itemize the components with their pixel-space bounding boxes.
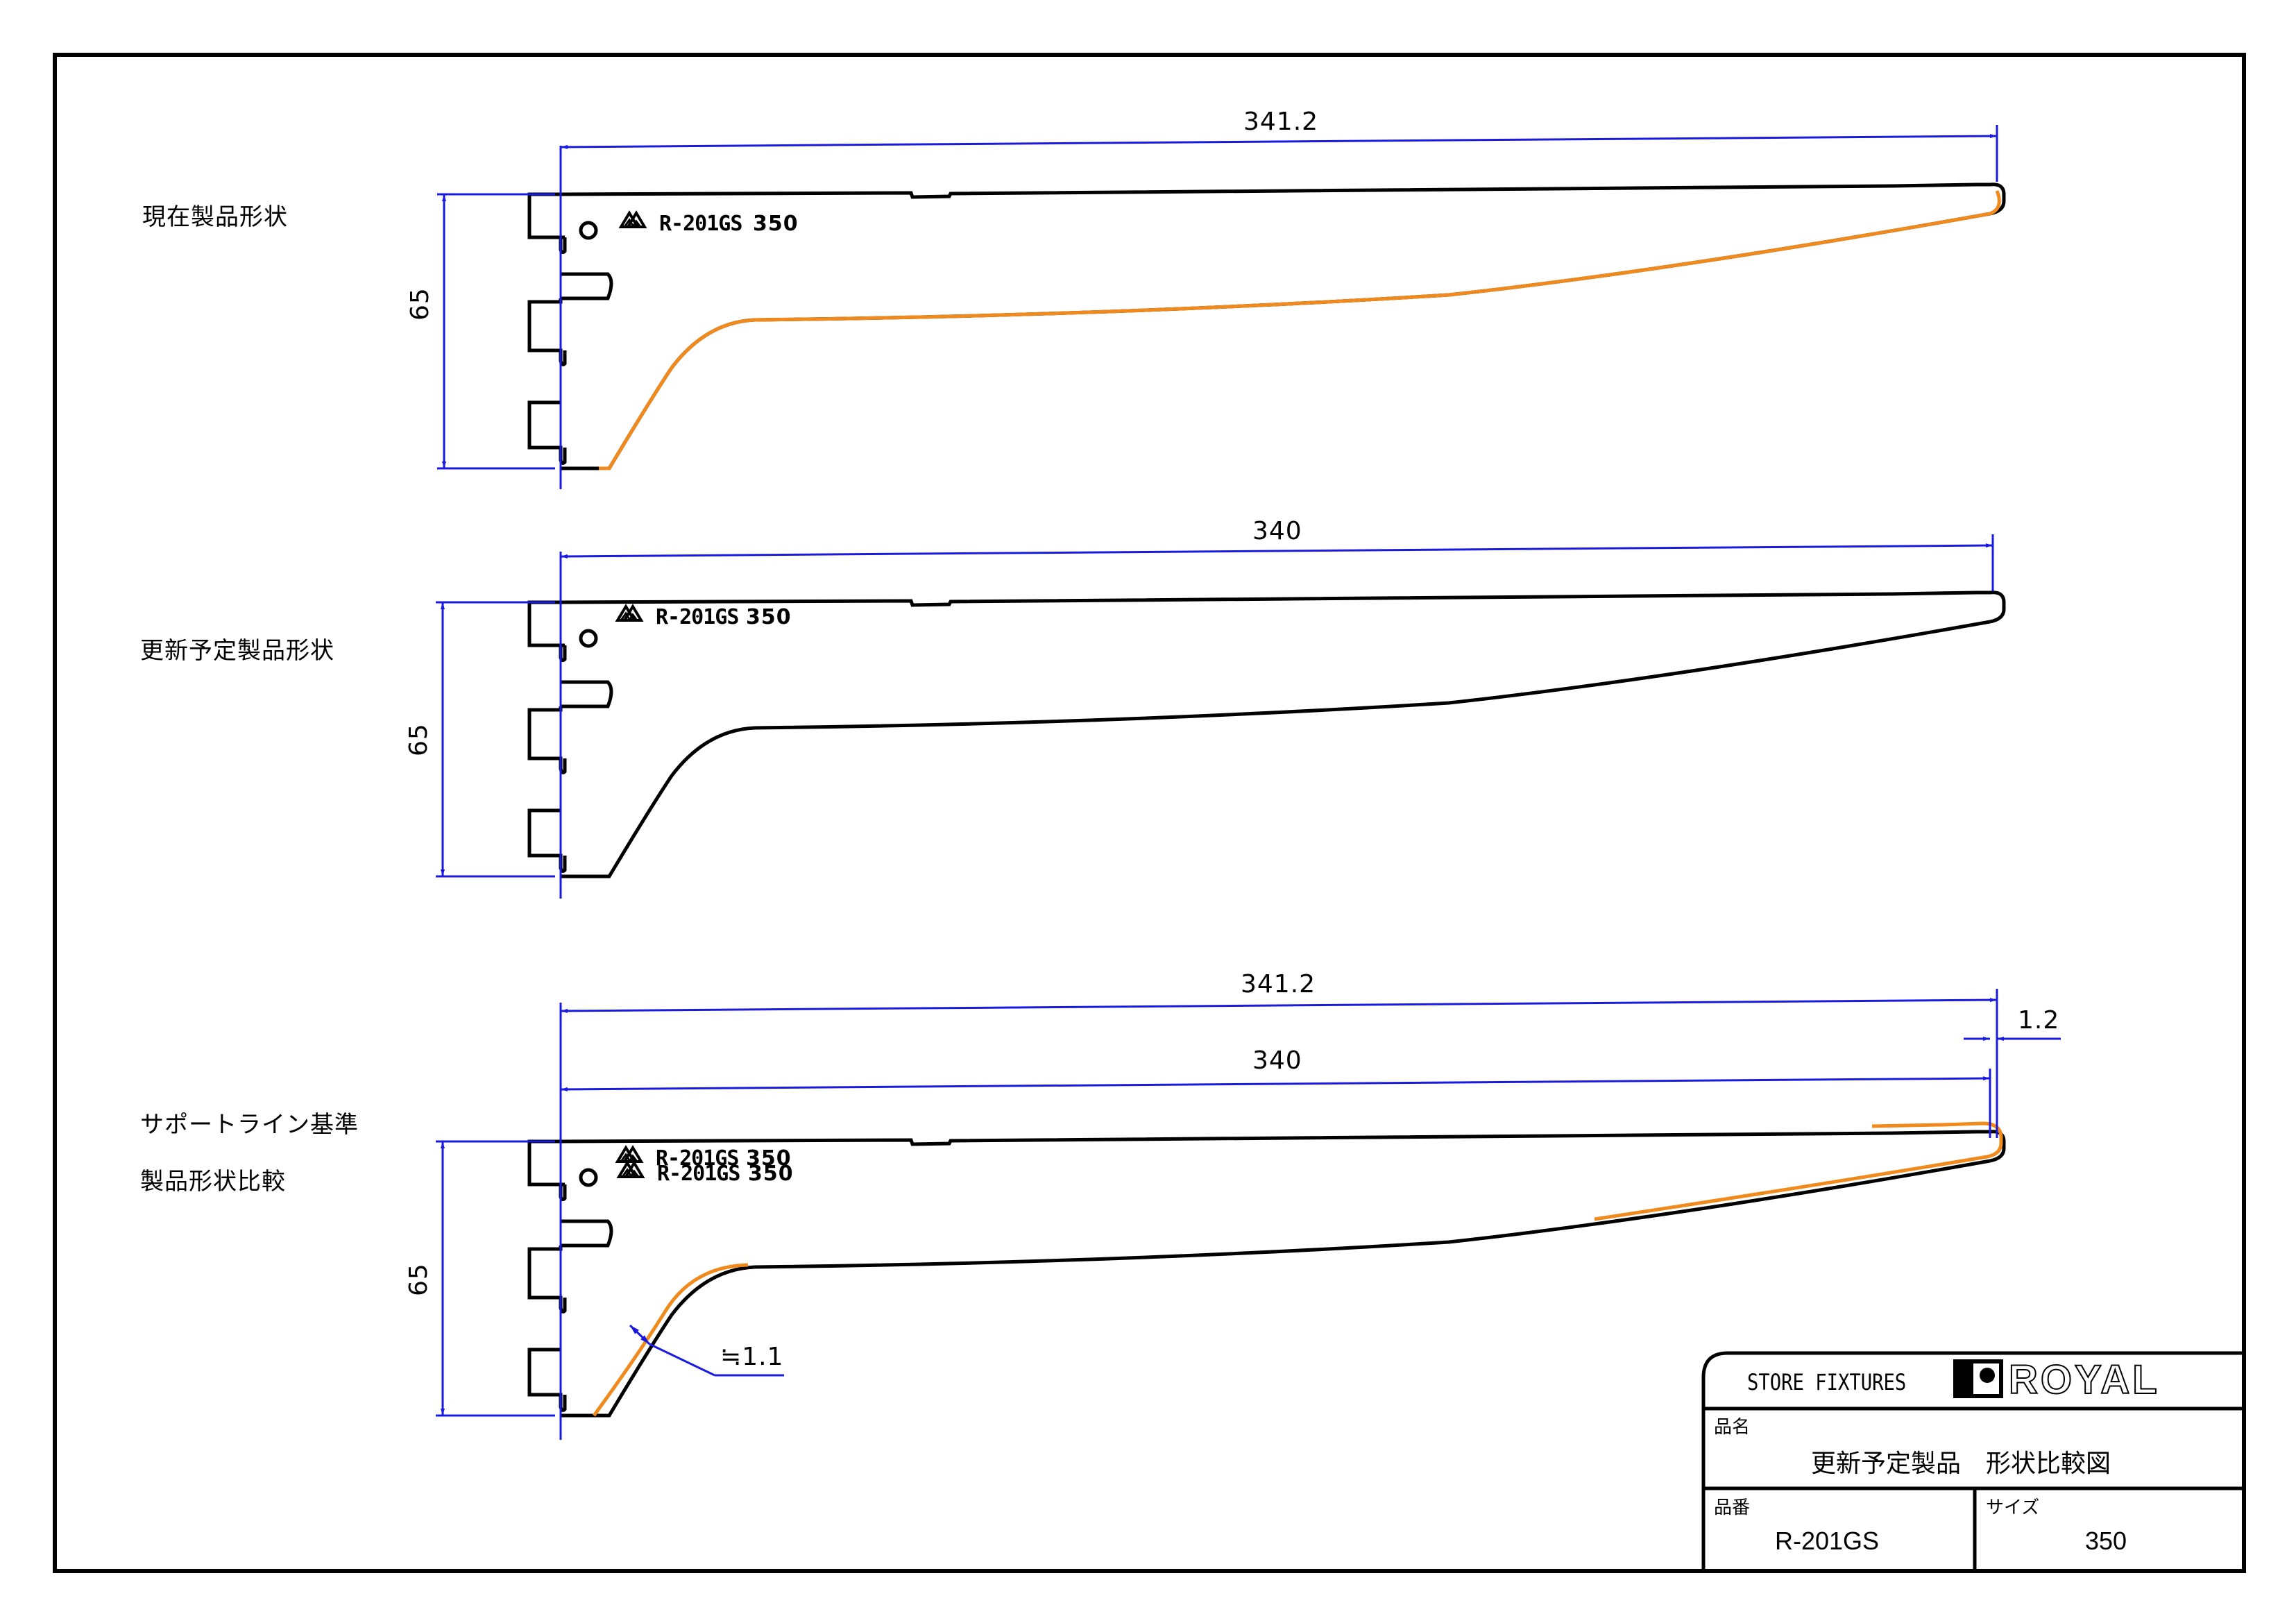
- title-name-value: 更新予定製品 形状比較図: [1811, 1450, 2111, 1478]
- title-name-label: 品名: [1714, 1417, 1751, 1438]
- marking-compare-2: [618, 1162, 644, 1178]
- title-block: [1701, 1351, 2244, 1571]
- dim-text-compare-length-b: 340: [1252, 1046, 1302, 1075]
- dim-updated-height: [436, 601, 555, 878]
- dim-text-compare-thickness: ≒1.1: [720, 1343, 784, 1371]
- marking-compare: [616, 1146, 643, 1163]
- marking-updated: [616, 605, 643, 622]
- marking-code-compare-2: R-201GS: [657, 1162, 740, 1186]
- sheet-frame: [53, 53, 2246, 1573]
- dim-current-height: [437, 193, 555, 470]
- marking-size-current: 350: [753, 212, 799, 236]
- row-label-compare-1: サポートライン基準: [140, 1111, 359, 1139]
- dim-text-current-length: 341.2: [1243, 108, 1319, 136]
- row-label-compare-2: 製品形状比較: [140, 1168, 286, 1196]
- royal-logo-text: ROYAL: [2008, 1357, 2160, 1403]
- bracket-current: [529, 185, 2004, 470]
- bracket-compare-current: [592, 1121, 2003, 1417]
- dim-text-updated-length: 340: [1252, 517, 1302, 545]
- title-number-value: R-201GS: [1775, 1527, 1880, 1555]
- marking-code-compare: R-201GS: [656, 1146, 739, 1171]
- marking-size-compare-2: 350: [748, 1162, 794, 1186]
- marking-size-updated: 350: [746, 605, 792, 629]
- dim-compare-height: [436, 1140, 555, 1417]
- marking-code-updated: R-201GS: [656, 605, 739, 629]
- dim-text-compare-length-a: 341.2: [1241, 970, 1316, 999]
- title-size-value: 350: [2085, 1527, 2127, 1555]
- dim-compare-thickness: [629, 1324, 784, 1377]
- dim-current-length: [559, 125, 1998, 489]
- marking-size-compare: 350: [746, 1146, 792, 1171]
- dim-text-updated-height: 65: [405, 723, 433, 756]
- title-number-label: 品番: [1714, 1497, 1751, 1518]
- dim-updated-length: [559, 534, 1994, 899]
- royal-logo-mark: [1953, 1359, 2003, 1398]
- dim-compare-length-b: [560, 1069, 1991, 1138]
- marking-code-current: R-201GS: [659, 212, 742, 236]
- store-fixtures-text: STORE FIXTURES: [1747, 1369, 1907, 1395]
- bracket-updated: [529, 593, 2004, 876]
- marking-current: [620, 212, 646, 228]
- row-label-updated: 更新予定製品形状: [140, 637, 334, 665]
- dim-text-compare-offset: 1.2: [2018, 1006, 2060, 1035]
- dim-text-current-height: 65: [406, 287, 434, 321]
- dim-compare-length-a: [559, 989, 1998, 1440]
- row-label-current: 現在製品形状: [142, 203, 288, 231]
- title-size-label: サイズ: [1986, 1497, 2040, 1518]
- dim-text-compare-height: 65: [405, 1263, 433, 1296]
